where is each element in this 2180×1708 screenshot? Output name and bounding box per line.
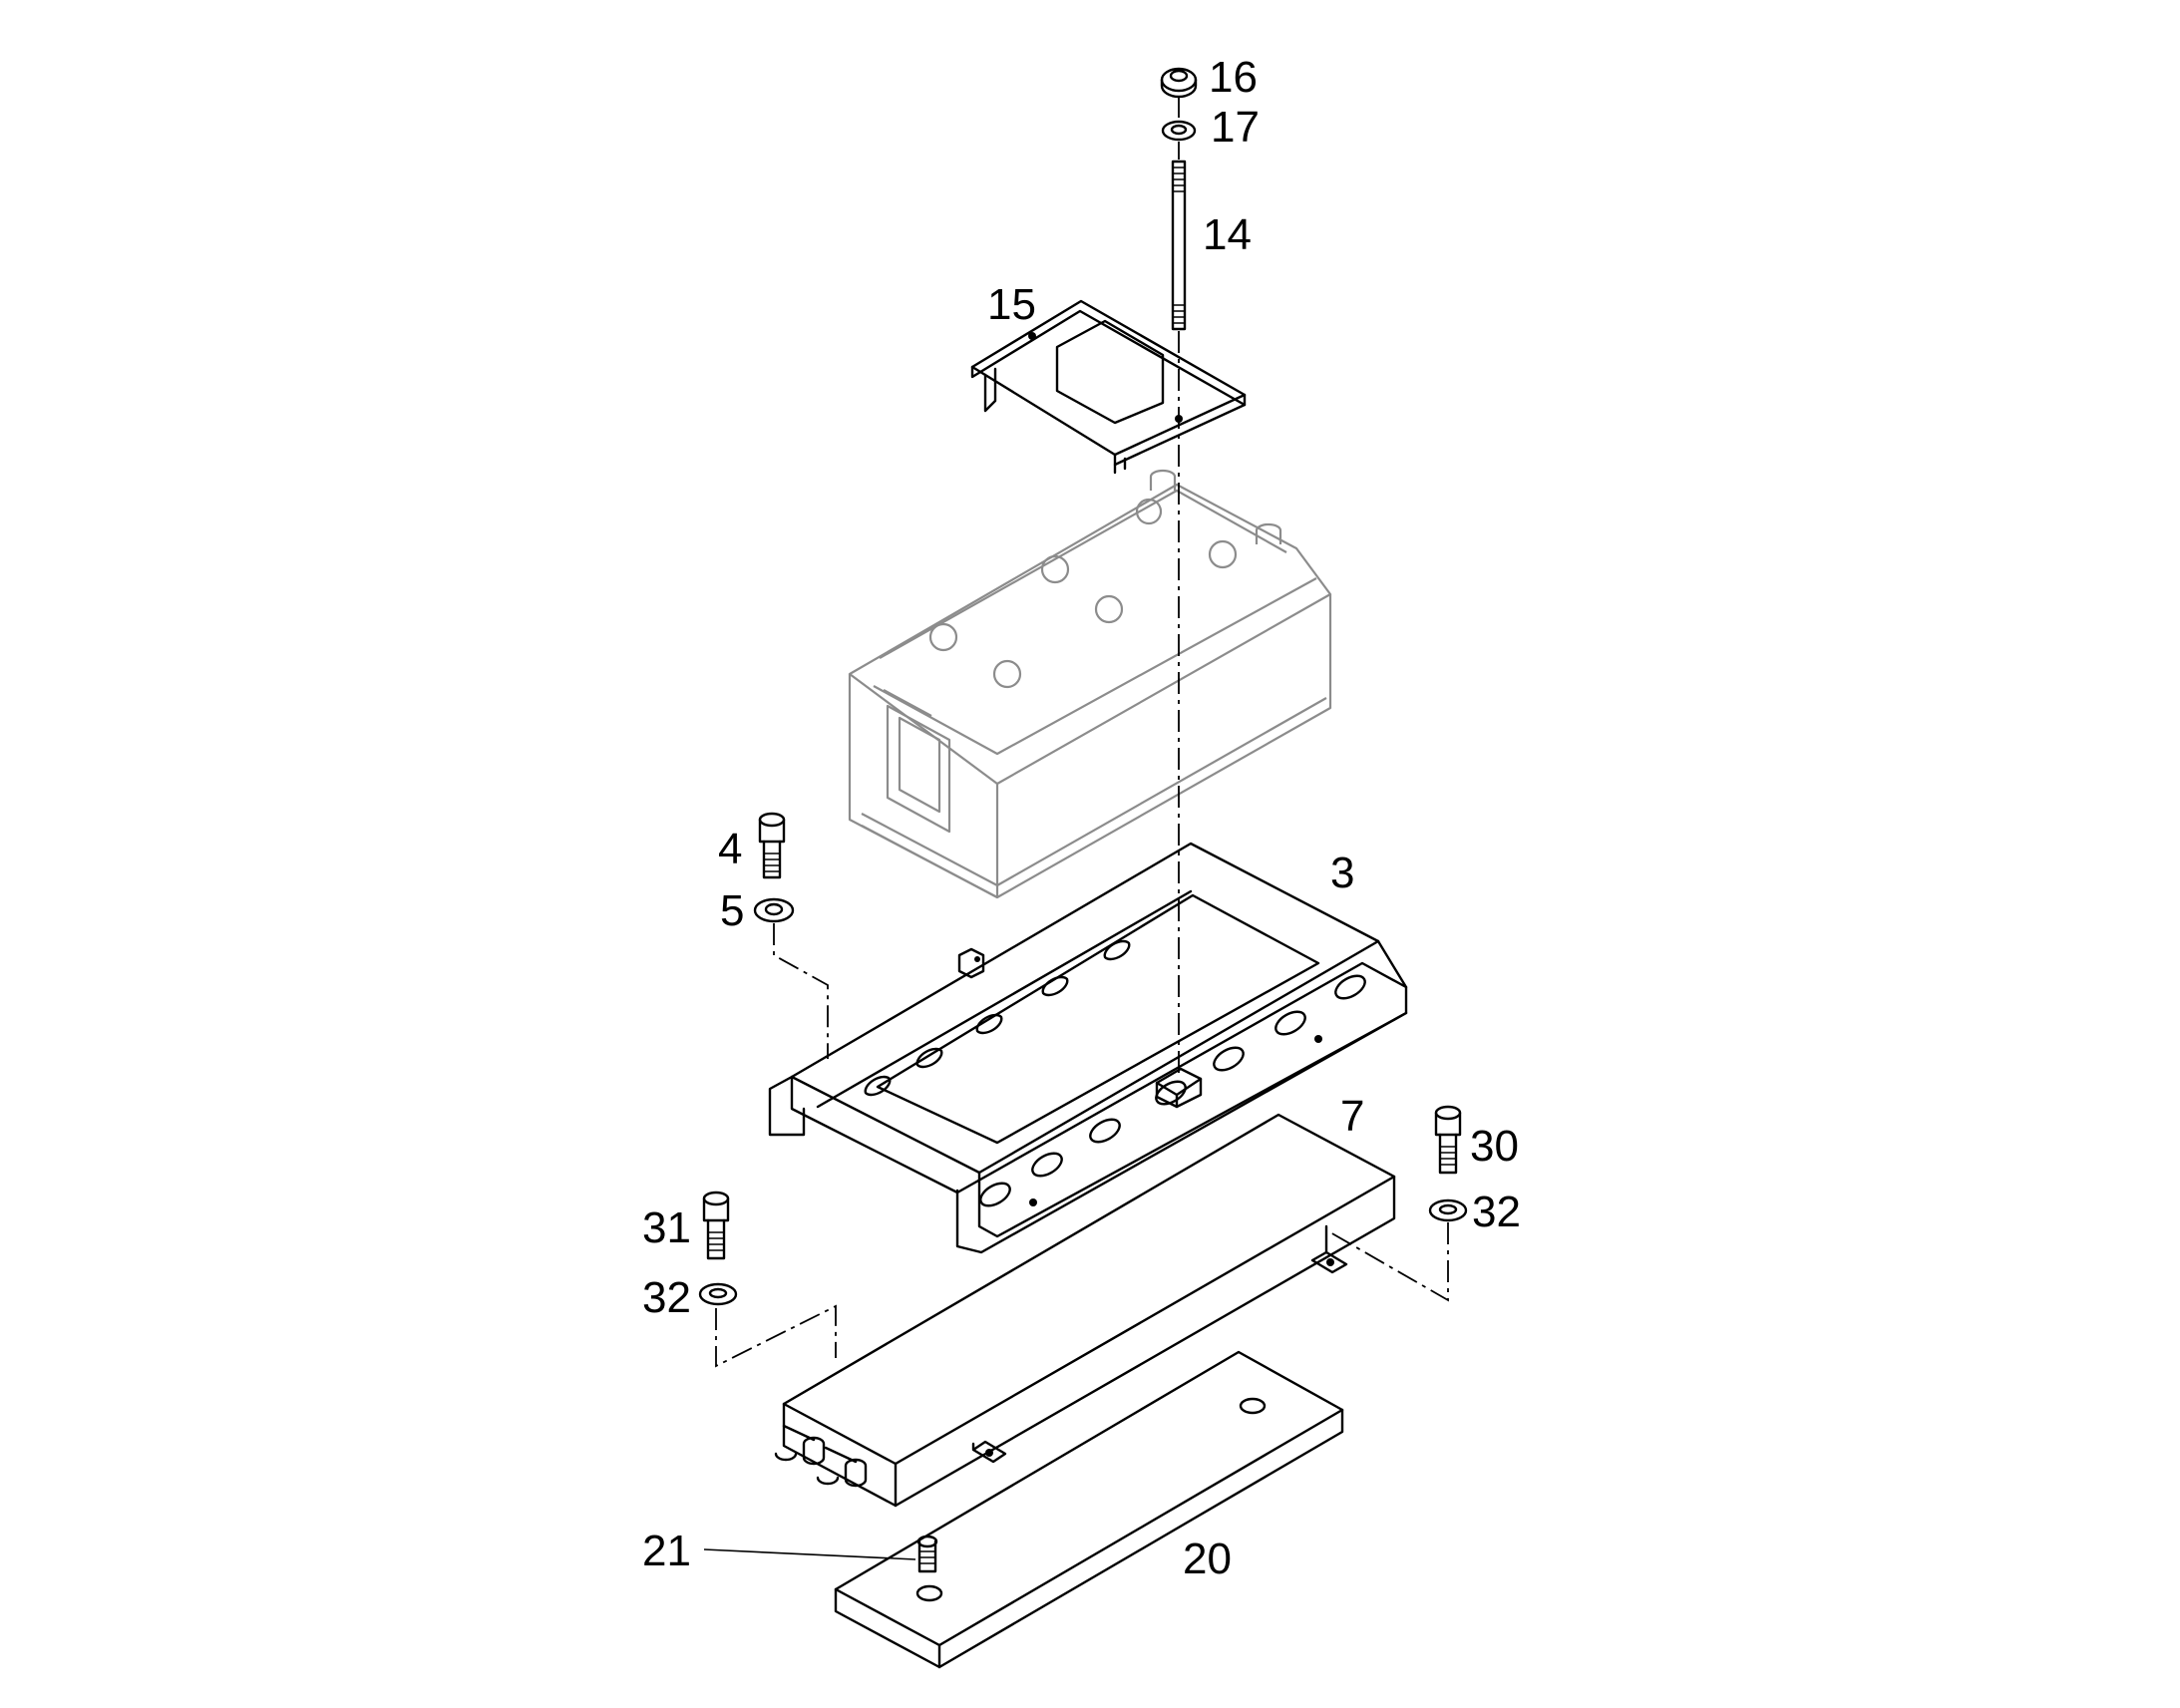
callout-32-right: 32 [1472, 1188, 1521, 1236]
callout-15: 15 [987, 280, 1036, 329]
callout-17: 17 [1211, 103, 1260, 152]
callout-30: 30 [1470, 1122, 1519, 1171]
part-32-washer-left [698, 1282, 738, 1306]
part-21-screw [916, 1535, 938, 1573]
leader-line-21 [703, 1548, 916, 1560]
part-14-threaded-rod [1171, 160, 1187, 331]
callout-7: 7 [1340, 1092, 1364, 1141]
part-17-washer [1161, 120, 1197, 142]
callout-21: 21 [642, 1527, 691, 1575]
battery [848, 469, 1332, 899]
part-20-base-plate [834, 1350, 1344, 1669]
part-5-washer [753, 897, 795, 923]
callout-5: 5 [720, 886, 744, 935]
part-4-bolt [758, 812, 786, 879]
part-31-bolt [702, 1191, 730, 1260]
assembly-lines [715, 96, 1449, 1368]
part-16-nut [1160, 67, 1198, 99]
callout-31: 31 [642, 1203, 691, 1252]
callout-20: 20 [1183, 1535, 1232, 1583]
callout-4: 4 [718, 825, 742, 873]
part-32-washer-right [1428, 1198, 1468, 1222]
callout-14: 14 [1203, 210, 1252, 259]
part-3-battery-tray [768, 842, 1408, 1254]
callout-32-left: 32 [642, 1273, 691, 1322]
part-7-heater-block [774, 1113, 1396, 1508]
part-30-bolt [1434, 1105, 1462, 1175]
callout-3: 3 [1330, 849, 1354, 897]
callout-16: 16 [1209, 53, 1258, 102]
